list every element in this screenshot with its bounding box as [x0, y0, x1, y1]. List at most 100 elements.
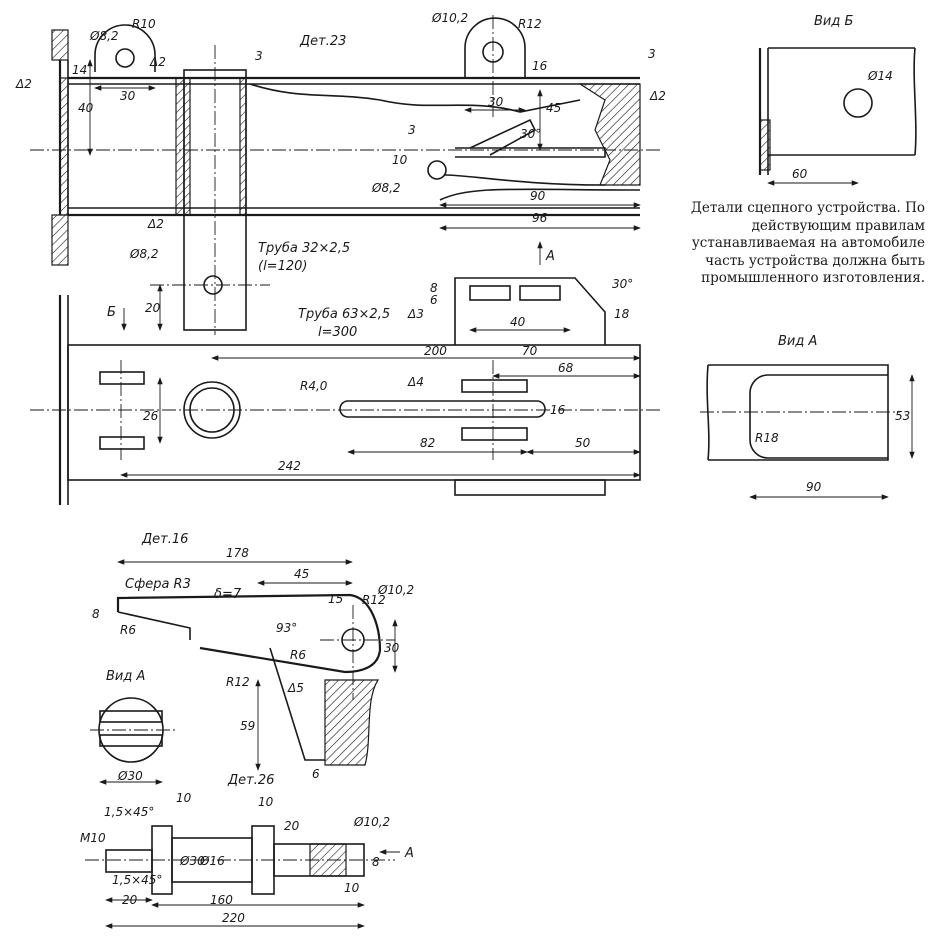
dim-m10: M10: [80, 831, 106, 845]
label-delta7: δ=7: [214, 587, 242, 602]
dim-h6: 6: [430, 293, 438, 307]
label-vid-b: Вид Б: [814, 14, 853, 29]
drawing-note: Детали сцепного устройства. По действующ…: [690, 200, 925, 286]
dim-r18: R18: [755, 431, 779, 445]
dim-h30: 30: [384, 641, 400, 655]
dim-r6b: R6: [290, 648, 306, 662]
dim-w14: 14: [72, 63, 87, 77]
dim-weld-l: Δ2: [15, 77, 32, 91]
dim-w200: 200: [424, 344, 447, 358]
dim-w60: 60: [792, 167, 808, 181]
dim-h20a: 20: [145, 301, 161, 315]
dim-ch2: 1,5×45°: [112, 873, 162, 887]
dim-r12c: R12: [226, 675, 250, 689]
dim-t3b: 3: [648, 47, 656, 61]
label-det16: Дет.16: [141, 532, 188, 547]
dim-h26: 26: [143, 409, 159, 423]
dim-h40: 40: [78, 101, 94, 115]
dim-w90b: 90: [806, 480, 822, 494]
dim-w15: 15: [328, 592, 343, 606]
dim-w10a: 10: [176, 791, 192, 805]
arm-weld: [324, 679, 380, 766]
plan-view: [30, 277, 660, 505]
label-det26: Дет.26: [227, 773, 274, 788]
dim-h8b: 8: [92, 607, 100, 621]
left-flange-bottom: [51, 214, 69, 266]
dim-w20a: 20: [284, 819, 300, 833]
long-slot: [339, 400, 546, 418]
dim-w70: 70: [522, 344, 538, 358]
dim-w30a: 30: [120, 89, 136, 103]
slot-plate: [454, 277, 606, 345]
left-flange-top: [51, 29, 69, 61]
right-end-section: [577, 83, 641, 186]
top-left-ear: [94, 24, 156, 72]
dim-h8c: 8: [372, 855, 380, 869]
det16-part: [90, 593, 395, 766]
dim-w20b: 20: [122, 893, 138, 907]
view-b-hole: [843, 88, 873, 118]
dim-weld-a: Δ2: [149, 55, 166, 69]
label-tube1-length: (l=120): [258, 259, 307, 274]
dim-w96: 96: [532, 211, 548, 225]
dim-t3c: 3: [408, 123, 416, 137]
label-view-a-arrow: А: [545, 249, 555, 264]
dim-d82b: Ø8,2: [371, 181, 401, 195]
dim-w18: 18: [614, 307, 630, 321]
plan-bar: [67, 344, 641, 481]
dim-d30a: Ø30: [117, 769, 143, 783]
dim-ang30a: 30°: [520, 127, 541, 141]
dim-d16: Ø16: [199, 854, 225, 868]
label-tube1: Труба 32×2,5: [258, 241, 350, 256]
dim-h16b: 16: [550, 403, 566, 417]
label-vid-a-right: Вид А: [778, 334, 817, 349]
dim-w6: 6: [312, 767, 320, 781]
label-vid-a-left: Вид А: [106, 669, 145, 684]
dim-r40: R4,0: [300, 379, 328, 393]
dim-ch1: 1,5×45°: [104, 805, 154, 819]
dim-w40: 40: [510, 315, 526, 329]
dim-weld-5: Δ5: [287, 681, 304, 695]
dimension-values: Ø8,2 R10 14 30 40 Δ2 Δ2 Δ2 Δ2 3 3 3 Ø10,…: [15, 11, 910, 925]
dim-ang30b: 30°: [612, 277, 633, 291]
dim-r12b: R12: [362, 593, 386, 607]
dim-r12a: R12: [518, 17, 542, 31]
label-det23: Дет.23: [299, 34, 346, 49]
dim-h59: 59: [240, 719, 255, 733]
dim-w68: 68: [558, 361, 574, 375]
view-b: [758, 47, 917, 175]
dim-w160: 160: [210, 893, 233, 907]
dim-d82c: Ø8,2: [129, 247, 159, 261]
dim-d102b: Ø10,2: [377, 583, 414, 597]
labels: Дет.23 Дет.16 Дет.26 Вид Б Вид А Вид А Т…: [106, 14, 853, 861]
top-center-lug: [464, 17, 526, 78]
dim-d102a: Ø10,2: [431, 11, 468, 25]
label-tube2-length: l=300: [318, 325, 357, 340]
view-a-outline: [708, 364, 889, 461]
dim-d82a: Ø8,2: [89, 29, 119, 43]
dim-h16a: 16: [532, 59, 548, 73]
dim-r6a: R6: [120, 623, 136, 637]
label-sphere: Сфера R3: [125, 577, 191, 592]
dim-h53: 53: [895, 409, 910, 423]
dim-ang93: 93°: [276, 621, 297, 635]
label-view-a-arrow-2: А: [404, 846, 414, 861]
dim-w45: 45: [294, 567, 309, 581]
dim-t3a: 3: [255, 49, 263, 63]
label-view-b-arrow: Б: [107, 305, 116, 320]
dim-w90a: 90: [530, 189, 546, 203]
dim-weld-c: Δ2: [649, 89, 666, 103]
dim-w178: 178: [226, 546, 249, 560]
inner-box-right: [175, 77, 185, 216]
dim-h10a: 10: [392, 153, 408, 167]
det23-assembly: [30, 15, 660, 335]
dim-weld-3: Δ3: [407, 307, 424, 321]
dim-w220: 220: [222, 911, 245, 925]
view-a-right: [700, 364, 900, 461]
dim-h45: 45: [546, 101, 561, 115]
dim-w50: 50: [575, 436, 591, 450]
arm-outline: [116, 593, 382, 674]
dim-r10: R10: [132, 17, 156, 31]
dim-w10b: 10: [258, 795, 274, 809]
dim-w30b: 30: [488, 95, 504, 109]
